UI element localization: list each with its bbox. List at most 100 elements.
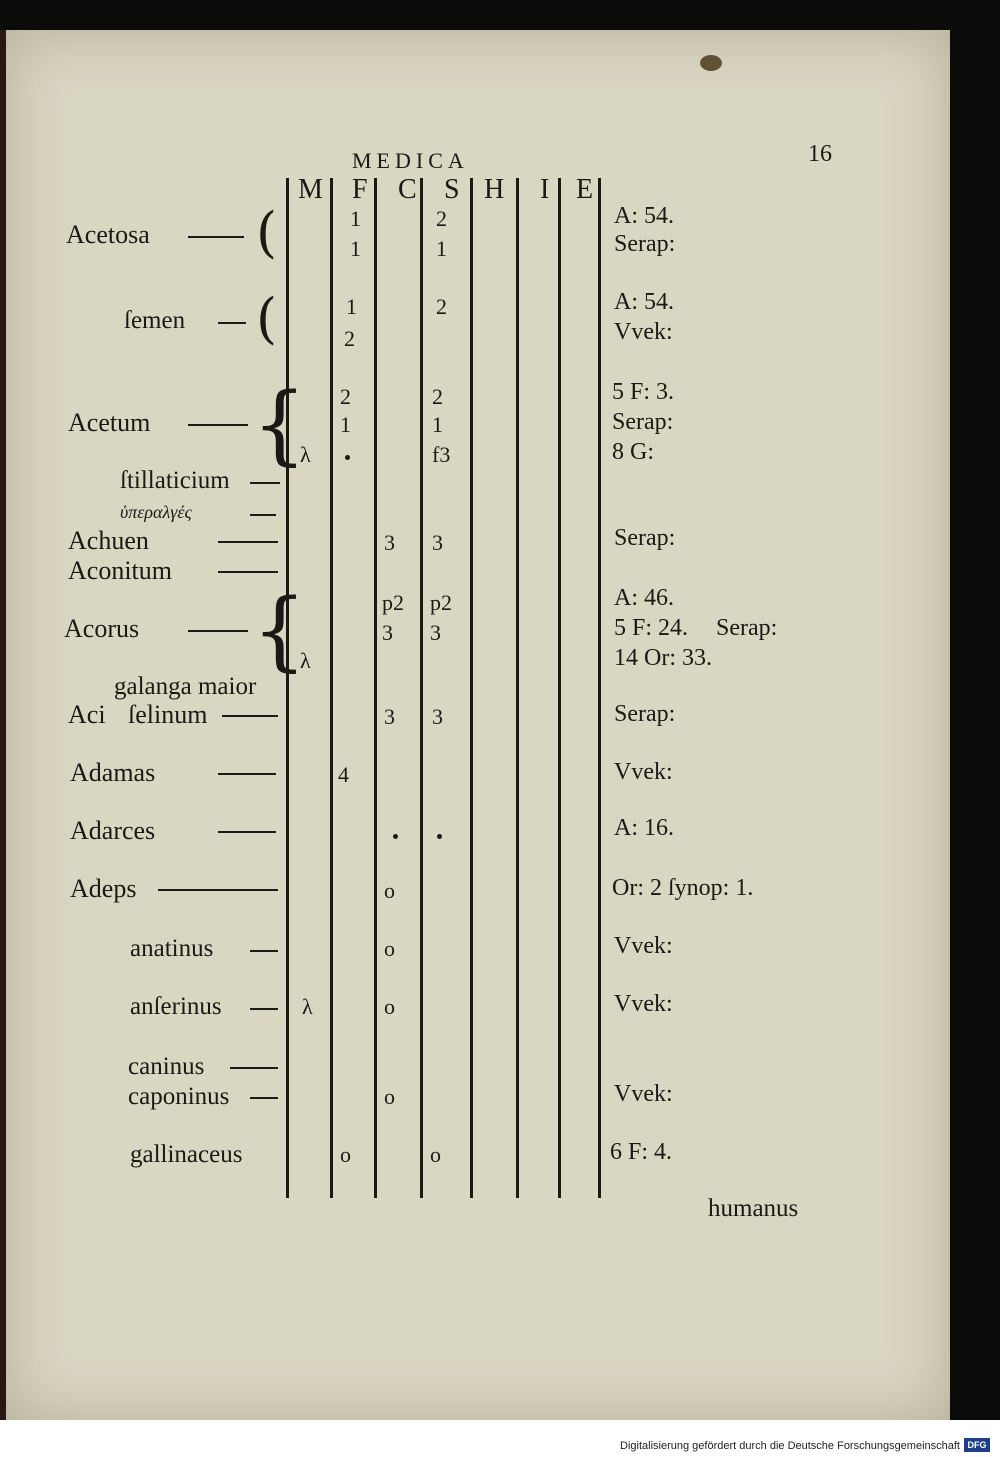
table-rule — [420, 178, 423, 1198]
mark-f: 1 — [350, 236, 361, 261]
reference: Serap: — [614, 525, 676, 551]
entry-adarces: Adarces — [70, 816, 156, 845]
mark-s: 1 — [436, 236, 447, 261]
entry-stillaticium: ſtillaticium — [120, 467, 230, 494]
reference: 6 F: 4. — [610, 1139, 673, 1165]
entry-adeps: Adeps — [70, 874, 137, 903]
mark-c: p2 — [382, 590, 404, 615]
mark-dot — [345, 455, 350, 460]
mark-f: 2 — [340, 384, 351, 409]
entry-semen: ſemen — [124, 307, 186, 334]
ink-stain — [700, 55, 722, 71]
book-spine-edge — [0, 30, 6, 1420]
entry-acetum: Acetum — [68, 408, 151, 437]
mark-f: 1 — [350, 206, 361, 231]
mark-c: o — [384, 1084, 395, 1109]
leader-dash — [188, 236, 244, 238]
reference: 14 Or: 33. — [614, 645, 712, 671]
mark-c: 3 — [382, 620, 393, 645]
reference: Vvek: — [614, 933, 673, 959]
mark-f: 1 — [340, 412, 351, 437]
mark-dot — [393, 834, 398, 839]
mark-f: 2 — [344, 326, 355, 351]
entry-caninus: caninus — [128, 1053, 205, 1080]
entry-achuen: Achuen — [68, 526, 149, 555]
running-title: MEDICA — [352, 148, 469, 173]
brace: { — [252, 375, 307, 475]
entry-acorus: Acorus — [64, 614, 140, 643]
table-rule — [470, 178, 473, 1198]
column-header-e: E — [576, 174, 594, 205]
mark-s: 3 — [432, 704, 443, 729]
reference: Serap: — [612, 409, 674, 435]
table-rule — [598, 178, 601, 1198]
mark-f: o — [340, 1142, 351, 1167]
leader-dash — [218, 322, 246, 324]
entry-selinum: ſelinum — [128, 700, 208, 729]
leader-dash — [188, 424, 248, 426]
reference: 5 F: 24. — [614, 615, 689, 641]
table-rule — [374, 178, 377, 1198]
leader-dash — [188, 630, 248, 632]
mark-s: 3 — [430, 620, 441, 645]
book-page — [6, 30, 950, 1420]
mark-c: o — [384, 936, 395, 961]
reference: Serap: — [716, 615, 778, 641]
brace: ( — [256, 287, 278, 350]
entry-anatinus: anatinus — [130, 935, 214, 962]
reference: Vvek: — [614, 759, 673, 785]
entry-greek: ὑπεραλγές — [120, 502, 192, 522]
leader-dash — [230, 1067, 278, 1069]
table-rule — [516, 178, 519, 1198]
mark-c: o — [384, 994, 395, 1019]
entry-acetosa: Acetosa — [66, 220, 150, 249]
entry-anserinus: anſerinus — [130, 993, 222, 1020]
reference: Serap: — [614, 231, 676, 257]
column-header-m: M — [298, 174, 323, 205]
reference: A: 54. — [614, 203, 674, 229]
dfg-logo: DFG — [964, 1438, 990, 1452]
column-header-c: C — [398, 174, 417, 205]
page-number: 16 — [808, 141, 832, 167]
reference: 5 F: 3. — [612, 379, 675, 405]
mark-c: o — [384, 878, 395, 903]
mark-s: o — [430, 1142, 441, 1167]
leader-dash — [158, 889, 278, 891]
brace: ( — [256, 201, 278, 264]
entry-caponinus: caponinus — [128, 1083, 230, 1110]
leader-dash — [218, 831, 276, 833]
brace: { — [252, 581, 307, 681]
mark-s: 1 — [432, 412, 443, 437]
leader-dash — [218, 541, 278, 543]
column-header-h: H — [484, 174, 505, 205]
reference: Or: 2 ſynop: 1. — [612, 875, 754, 901]
digitization-credit: Digitalisierung gefördert durch die Deut… — [620, 1440, 960, 1452]
table-rule — [558, 178, 561, 1198]
reference: Serap: — [614, 701, 676, 727]
leader-dash — [222, 715, 278, 717]
table-rule — [286, 178, 289, 1198]
mark-c: 3 — [384, 530, 395, 555]
mark-f: 1 — [346, 294, 357, 319]
mark-s: 3 — [432, 530, 443, 555]
mark-s: 2 — [436, 206, 447, 231]
catchword: humanus — [708, 1195, 799, 1222]
leader-dash — [218, 571, 278, 573]
mark-m: λ — [300, 442, 311, 467]
reference: 8 G: — [612, 439, 654, 465]
column-header-s: S — [444, 174, 460, 205]
leader-dash — [250, 1008, 278, 1010]
table-rule — [330, 178, 333, 1198]
mark-s: 2 — [436, 294, 447, 319]
mark-s: 2 — [432, 384, 443, 409]
reference: Vvek: — [614, 991, 673, 1017]
reference: Vvek: — [614, 1081, 673, 1107]
footer-strip: Digitalisierung gefördert durch die Deut… — [0, 1420, 1000, 1457]
reference: A: 46. — [614, 585, 674, 611]
entry-gallinaceus: gallinaceus — [130, 1141, 243, 1168]
mark-dot — [437, 834, 442, 839]
leader-dash — [250, 482, 280, 484]
column-header-i: I — [540, 174, 550, 205]
leader-dash — [250, 514, 276, 516]
mark-s: p2 — [430, 590, 452, 615]
